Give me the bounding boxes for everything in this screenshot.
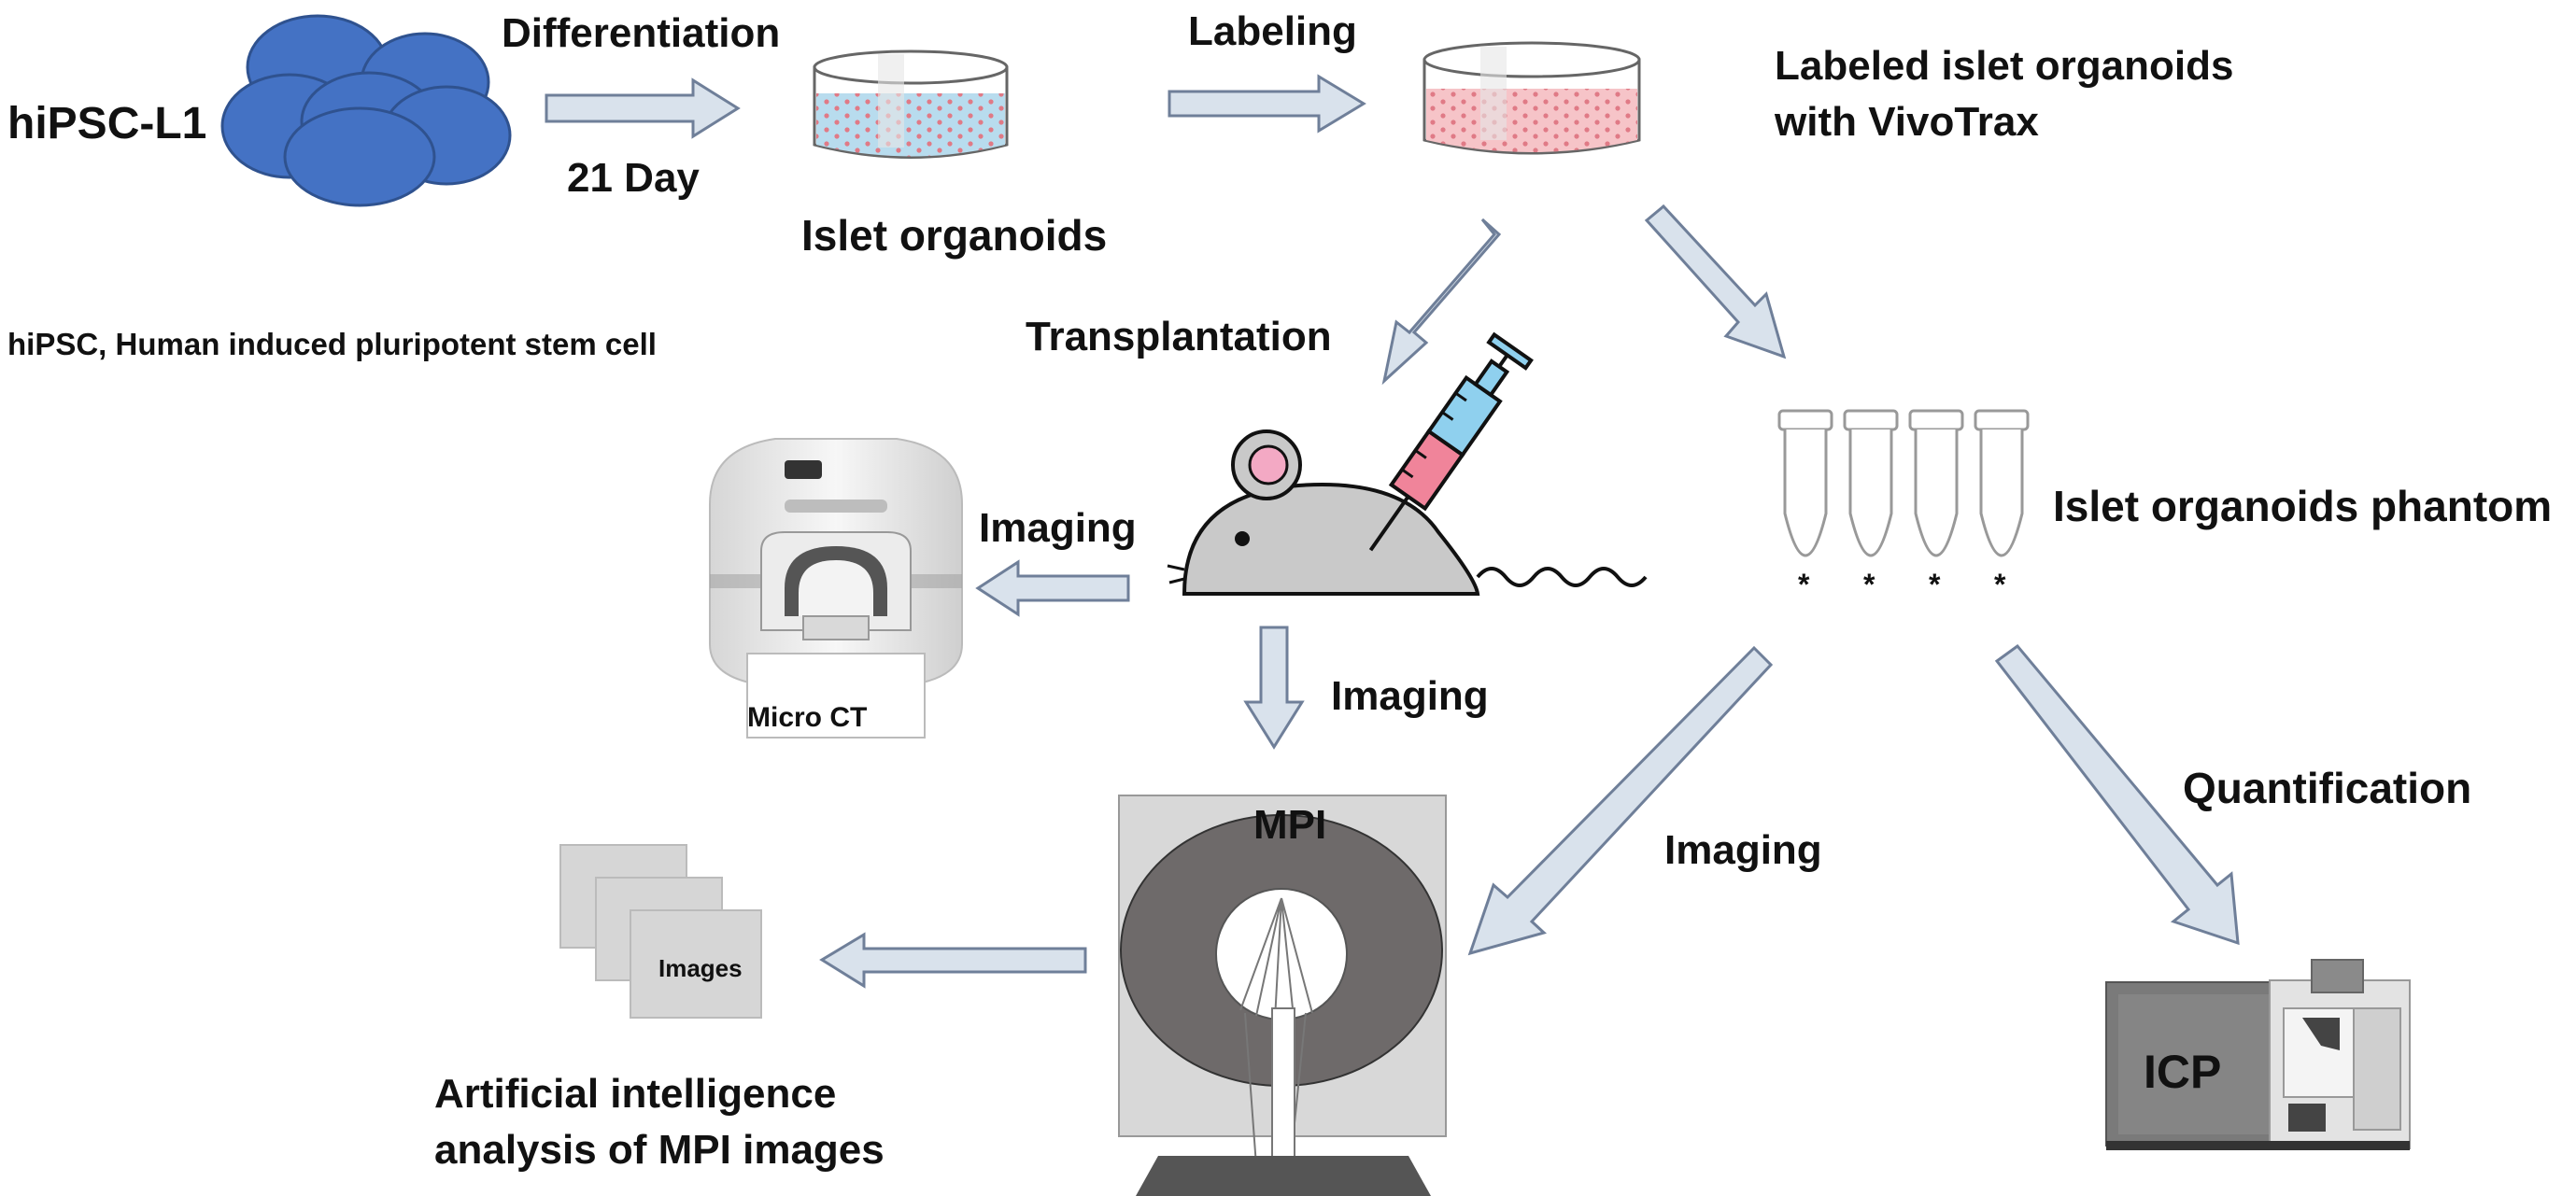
petri-dish-icon bbox=[813, 49, 1009, 159]
imaging-phantom-label: Imaging bbox=[1664, 827, 1822, 873]
ai-line1: Artificial intelligence bbox=[434, 1071, 836, 1117]
images-label: Images bbox=[658, 954, 743, 982]
micro-ct-label: Micro CT bbox=[747, 702, 867, 733]
differentiation-arrow bbox=[545, 77, 741, 139]
tube-icon: * bbox=[1908, 409, 1964, 601]
icp-instrument-icon bbox=[2105, 959, 2411, 1150]
labeled-petri-dish-icon bbox=[1422, 41, 1641, 155]
imaging-mpi-arrow bbox=[1243, 626, 1305, 750]
tube-icon: * bbox=[1974, 409, 2030, 601]
imaging-phantom-arrow bbox=[1467, 645, 1774, 956]
differentiation-label: Differentiation bbox=[502, 10, 780, 56]
mpi-label: MPI bbox=[1253, 802, 1326, 848]
tube-rack: * * * * bbox=[1777, 409, 2030, 601]
labeled-line1: Labeled islet organoids bbox=[1775, 43, 2233, 89]
mpi-scanner-icon bbox=[1118, 795, 1447, 1196]
svg-text:*: * bbox=[1994, 568, 2006, 601]
svg-text:*: * bbox=[1798, 568, 1810, 601]
syringe-icon bbox=[1368, 331, 1534, 552]
imaging-ct-arrow bbox=[975, 559, 1130, 617]
phantom-arrow bbox=[1644, 204, 1787, 359]
icp-label: ICP bbox=[2144, 1046, 2221, 1098]
tube-icon: * bbox=[1777, 409, 1833, 601]
labeled-line2: with VivoTrax bbox=[1774, 99, 2039, 145]
hipsc-label: hiPSC-L1 bbox=[7, 99, 206, 148]
quantification-arrow bbox=[1994, 643, 2240, 946]
phantom-label: Islet organoids phantom bbox=[2053, 482, 2552, 530]
quantification-label: Quantification bbox=[2183, 764, 2471, 812]
imaging-mpi-label: Imaging bbox=[1331, 673, 1489, 719]
svg-text:*: * bbox=[1863, 568, 1875, 601]
day-label: 21 Day bbox=[567, 155, 700, 201]
tube-icon: * bbox=[1843, 409, 1899, 601]
labeling-label: Labeling bbox=[1188, 8, 1357, 54]
hipsc-note: hiPSC, Human induced pluripotent stem ce… bbox=[7, 327, 657, 361]
micro-ct-scanner-icon bbox=[709, 437, 963, 739]
transplantation-arrow bbox=[1381, 218, 1502, 386]
images-arrow bbox=[819, 932, 1087, 989]
transplantation-label: Transplantation bbox=[1026, 314, 1332, 359]
cell-cluster-icon bbox=[220, 14, 512, 207]
islet-organoids-label: Islet organoids bbox=[801, 211, 1107, 260]
mouse-icon bbox=[1167, 429, 1648, 596]
imaging-ct-label: Imaging bbox=[979, 505, 1137, 551]
svg-text:*: * bbox=[1929, 568, 1941, 601]
labeling-arrow bbox=[1168, 74, 1366, 134]
image-stack-icon bbox=[559, 844, 762, 1019]
ai-line2: analysis of MPI images bbox=[434, 1127, 885, 1173]
